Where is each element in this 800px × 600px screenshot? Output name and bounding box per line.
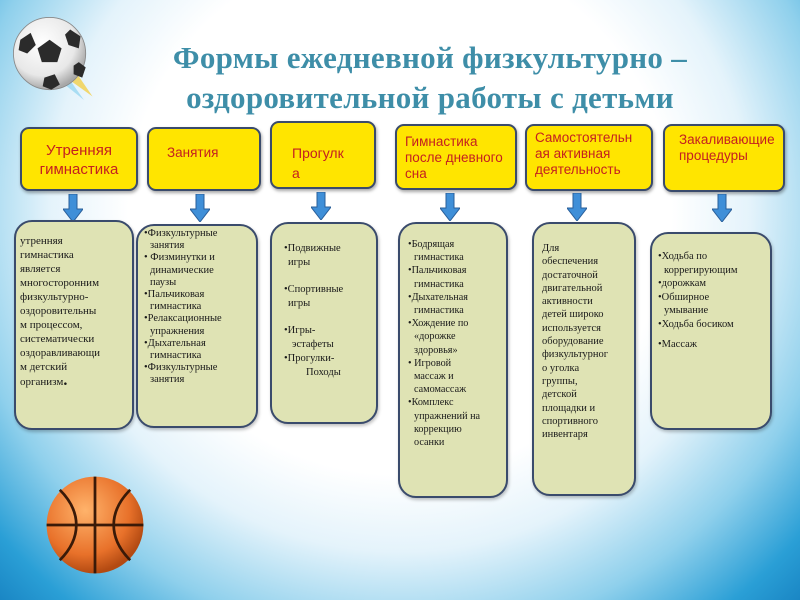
text-line: оздоравливающи xyxy=(20,347,101,359)
text-line: м детский xyxy=(20,361,68,373)
header-morning-exercise: Утренняя гимнастика xyxy=(20,127,138,191)
arrow-down-icon xyxy=(311,192,331,220)
text-line: физкультурно- xyxy=(20,291,89,303)
header-classes: Занятия xyxy=(147,127,261,191)
header-text: Прогулк xyxy=(292,145,344,161)
header-text: Занятия xyxy=(167,145,219,160)
text-line: детской xyxy=(542,389,577,401)
header-text: Гимнастика xyxy=(405,134,478,149)
text-line: утренняя xyxy=(20,235,63,247)
text-line: двигательной xyxy=(542,282,603,294)
header-text: гимнастика xyxy=(39,161,119,178)
list-item: •Ходьба босиком xyxy=(658,318,734,330)
text-fragment: организм xyxy=(20,376,64,388)
text-line: достаточной xyxy=(542,269,598,281)
list-item: •Игры-эстафеты xyxy=(284,325,334,350)
header-text: после дневного xyxy=(405,150,503,165)
list-item: •Массаж xyxy=(658,338,698,350)
text-line: организм. xyxy=(20,372,126,389)
header-walk: Прогулк а xyxy=(270,121,376,189)
basketball-icon xyxy=(46,476,144,574)
header-independent-activity: Самостоятельн ая активная деятельность xyxy=(525,124,653,191)
page-title: Формы ежедневной физкультурно – оздорови… xyxy=(120,38,740,118)
text-line: спортивного xyxy=(542,415,598,427)
header-hardening-procedures: Закаливающие процедуры xyxy=(663,124,785,192)
text-line: детей широко xyxy=(542,309,604,321)
header-text: деятельность xyxy=(535,162,621,177)
text-line: обеспечения xyxy=(542,256,599,268)
header-after-nap-exercise: Гимнастика после дневного сна xyxy=(395,124,517,190)
arrow-down-icon xyxy=(63,194,83,222)
text-line: инвентаря xyxy=(542,429,588,441)
text-line: физкультурног xyxy=(542,349,609,361)
list-item: •дорожкам xyxy=(658,278,707,290)
title-line-1: Формы ежедневной физкультурно – xyxy=(172,40,688,75)
text-line: является xyxy=(20,263,61,275)
soccer-ball-icon xyxy=(13,17,93,100)
header-text: Закаливающие xyxy=(679,132,775,147)
header-text: а xyxy=(292,165,300,181)
text-line: гимнастика xyxy=(20,249,74,261)
text-line: активности xyxy=(542,296,593,308)
text-line: группы, xyxy=(542,375,578,387)
list-item: •Прогулки-Походы xyxy=(284,353,341,378)
arrow-down-icon xyxy=(440,193,460,221)
header-text: ая активная xyxy=(535,146,611,161)
arrow-down-icon xyxy=(712,194,732,222)
text-line: м процессом, xyxy=(20,319,83,331)
independent-activity-description: Для обеспечения достаточной двигательной… xyxy=(532,222,636,496)
text-line: площадки и xyxy=(542,402,596,414)
text-line: систематически xyxy=(20,333,95,345)
header-text: Утренняя xyxy=(46,142,112,159)
title-line-2: оздоровительной работы с детьми xyxy=(186,80,674,115)
header-text: процедуры xyxy=(679,148,748,163)
text-line: о уголка xyxy=(542,362,580,374)
text-line: используется xyxy=(542,322,601,334)
arrow-down-icon xyxy=(190,194,210,222)
text-line: Для xyxy=(542,243,560,254)
text-fragment: . xyxy=(63,372,68,389)
morning-exercise-description: утренняя гимнастика является многосторон… xyxy=(14,220,134,430)
arrow-down-icon xyxy=(567,193,587,221)
text-line: оздоровительны xyxy=(20,305,97,317)
text-line: оборудование xyxy=(542,336,604,348)
header-text: Самостоятельн xyxy=(535,130,633,145)
text-line: многосторонним xyxy=(20,277,100,289)
header-text: сна xyxy=(405,166,427,181)
